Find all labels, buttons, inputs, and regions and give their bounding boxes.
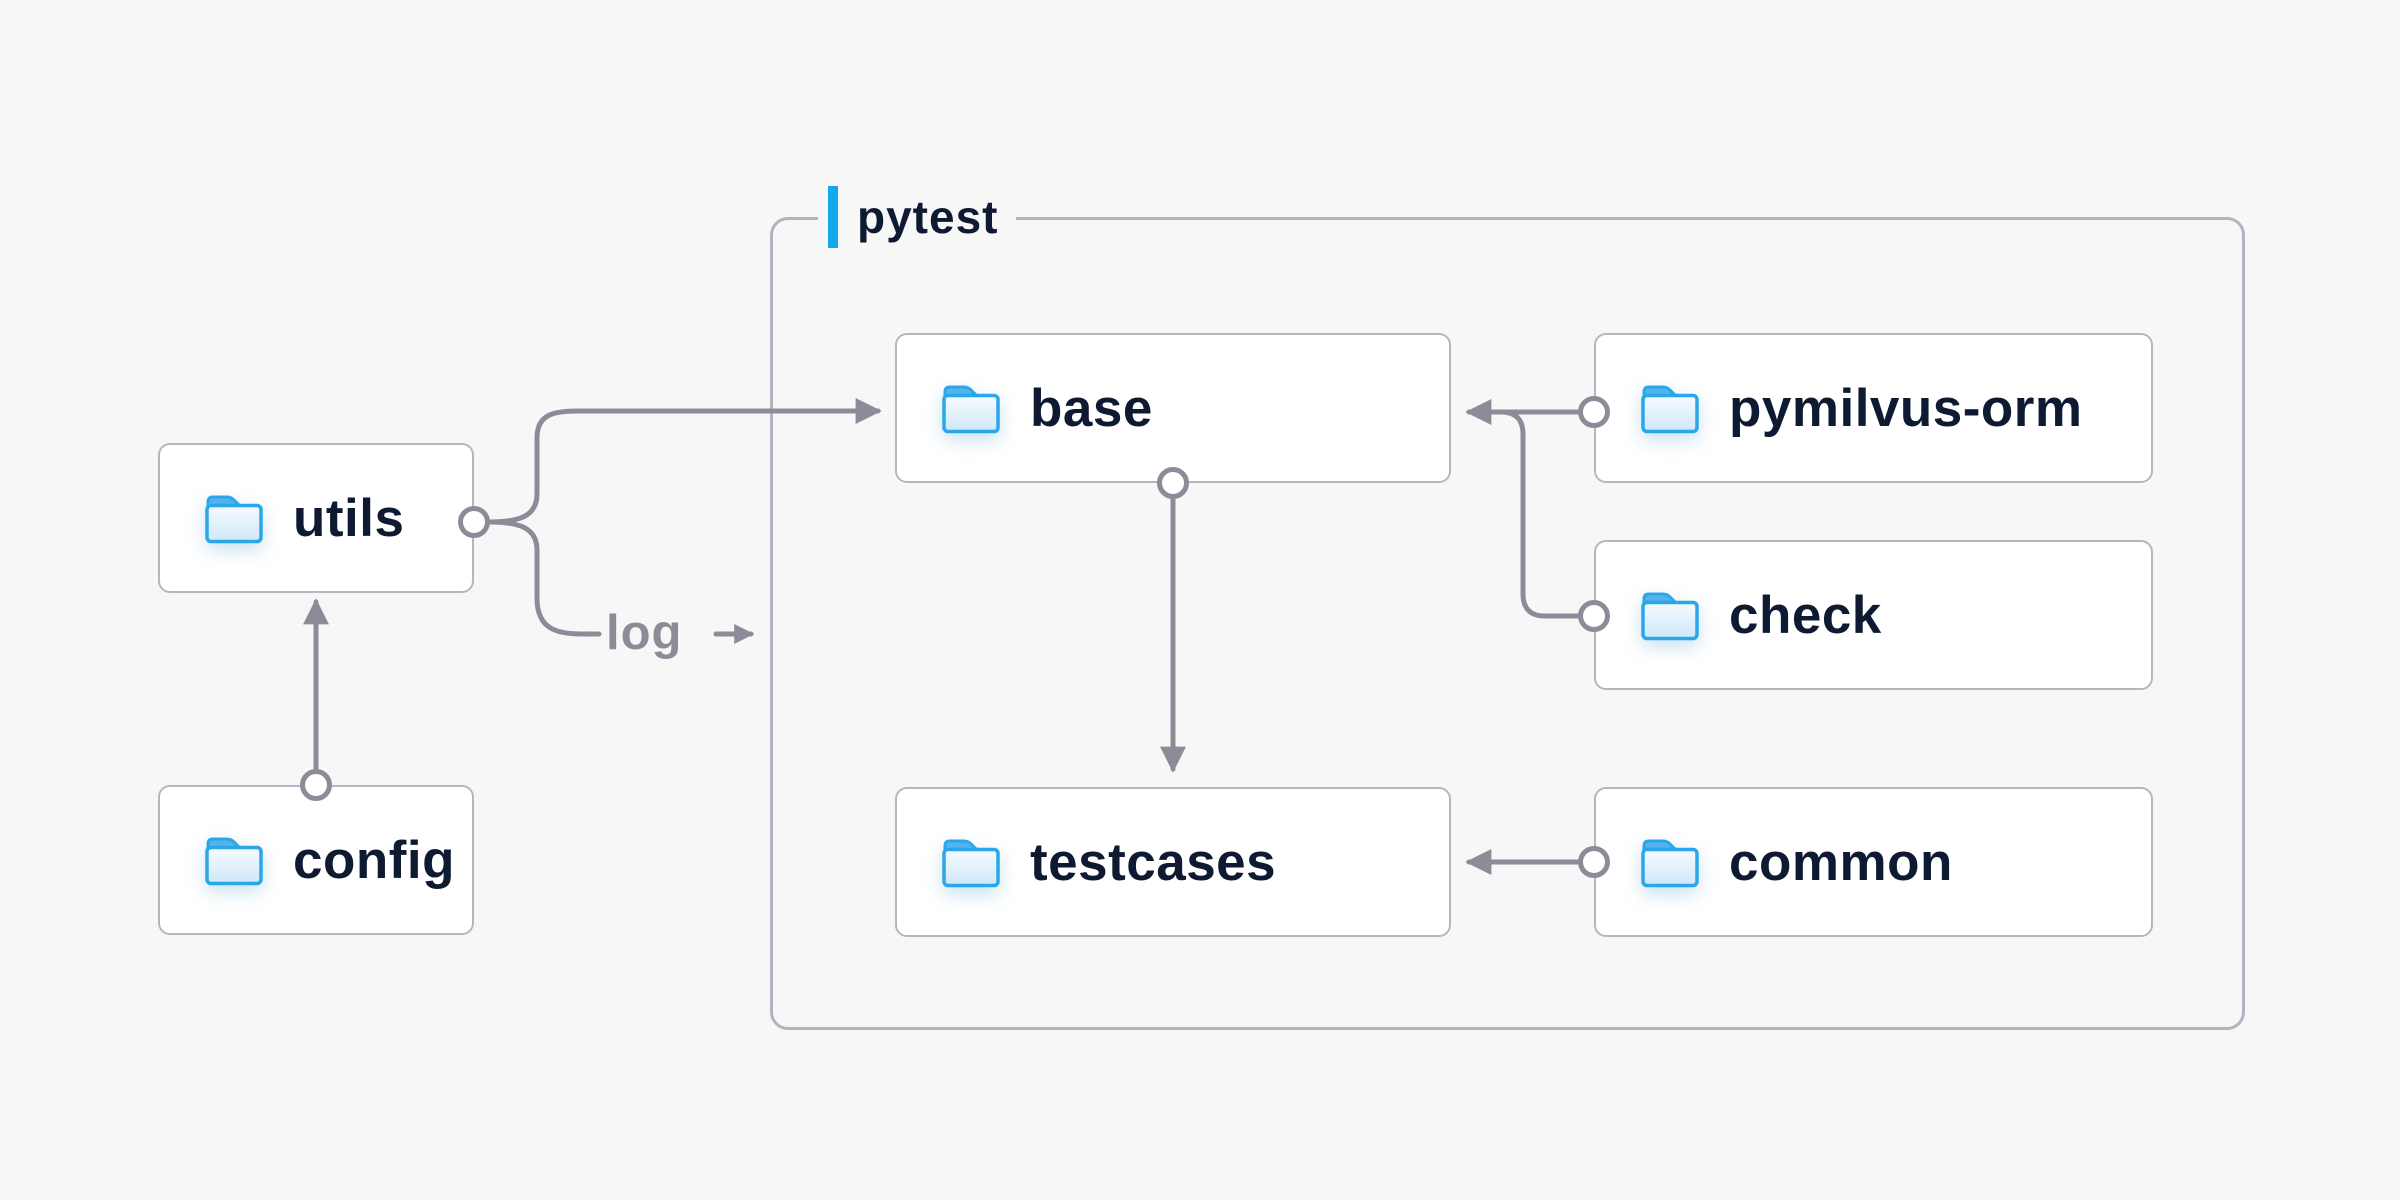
node-base: base (895, 333, 1451, 483)
node-config: config (158, 785, 474, 935)
node-common-label: common (1729, 832, 1953, 892)
pytest-group-label: pytest (818, 180, 1017, 254)
accent-bar (828, 186, 838, 248)
folder-icon (1638, 381, 1702, 435)
folder-icon (939, 381, 1003, 435)
folder-icon (202, 491, 266, 545)
folder-icon (939, 835, 1003, 889)
pytest-group-box (770, 217, 2245, 1030)
edge-utils-log (486, 519, 602, 637)
node-pymilvus-orm: pymilvus-orm (1594, 333, 2153, 483)
pytest-group-title: pytest (857, 191, 999, 243)
node-base-label: base (1030, 378, 1153, 438)
folder-icon (1638, 835, 1702, 889)
node-check: check (1594, 540, 2153, 690)
edge-label-log: log (606, 604, 683, 661)
node-testcases: testcases (895, 787, 1451, 937)
node-check-label: check (1729, 585, 1882, 645)
folder-icon (202, 833, 266, 887)
node-utils-label: utils (293, 488, 405, 548)
node-utils: utils (158, 443, 474, 593)
node-common: common (1594, 787, 2153, 937)
node-testcases-label: testcases (1030, 832, 1277, 892)
folder-icon (1638, 588, 1702, 642)
node-pymilvus-orm-label: pymilvus-orm (1729, 378, 2083, 438)
node-config-label: config (293, 830, 455, 890)
